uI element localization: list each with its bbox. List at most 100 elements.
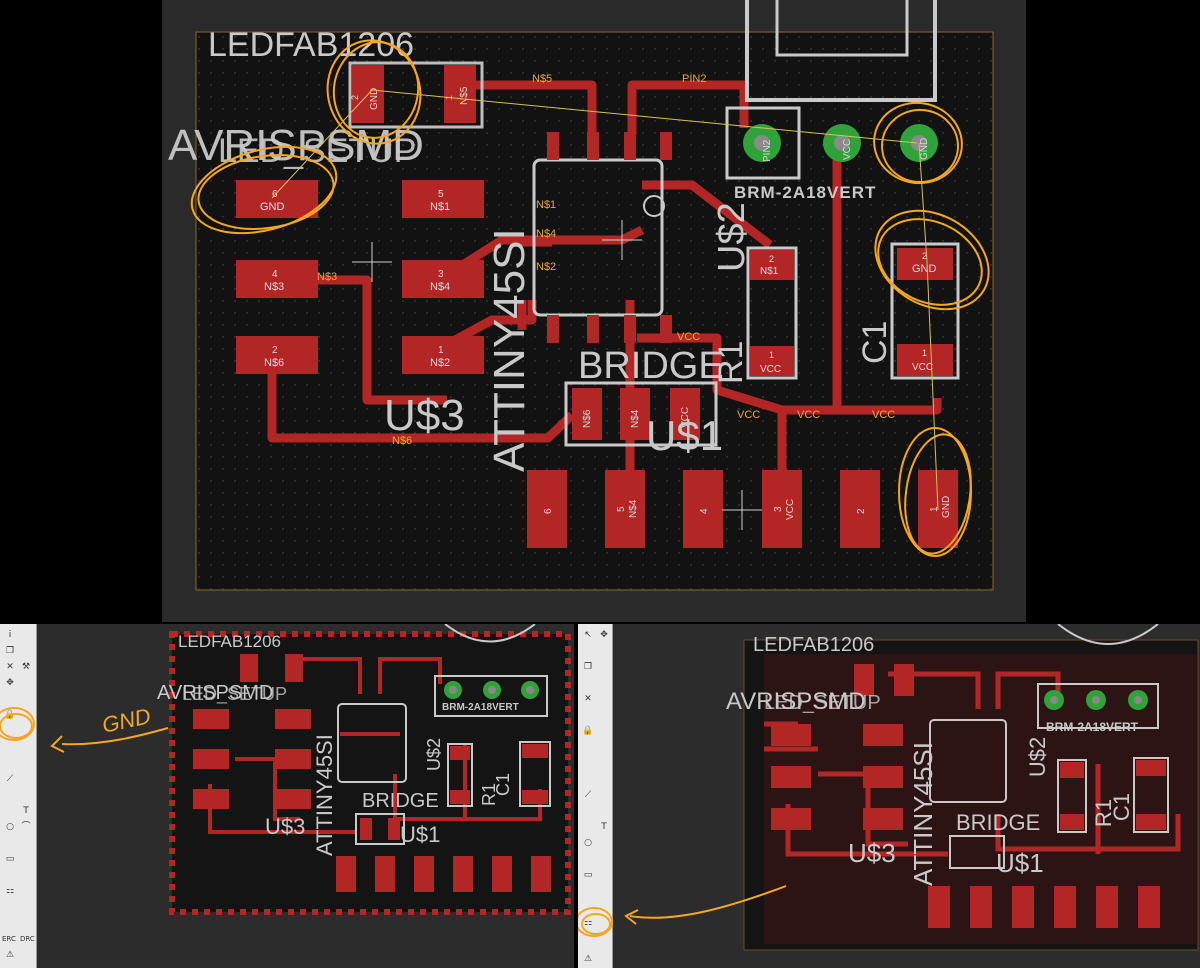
top-board-view[interactable]: 2 GND 1 N$5 6 GND 5 N$1 4 N$3 3 N$4 2 N$… (162, 0, 1026, 622)
bottom-header-pads: 6 5 N$4 4 3 VCC 2 1 GND (527, 470, 958, 548)
left-mcu-label: ATTINY45SI (312, 734, 337, 856)
left-header-ref: U$3 (265, 814, 306, 839)
isp-pad-6 (236, 180, 318, 218)
right-c1-label: C1 (1109, 792, 1135, 822)
switch-pad-1-net: PIN2 (762, 139, 773, 162)
bottom-pad-5-num: 5 (616, 506, 627, 512)
polygon-icon[interactable]: ▭ (5, 854, 15, 864)
mcu-ref-label: ATTINY45SI (485, 228, 534, 472)
trace-vcc-main (637, 333, 942, 415)
resistor-r1: 2 N$1 1 VCC (746, 246, 798, 380)
isp-pad-4 (236, 260, 318, 298)
led-outline (348, 61, 484, 129)
net-labels: N$5 PIN2 N$1 N$4 N$2 N$3 N$6 VCC VCC VCC… (317, 73, 895, 447)
highlight-c1-gnd (874, 209, 990, 311)
left-editor-panel[interactable]: i ❐ ✕ ⚒ ✥ 🔒 ⟋ T ○ ⌒ ▭ ⚏ ERC DRC ⚠ (0, 624, 574, 968)
circle-icon[interactable]: ○ (584, 838, 592, 848)
origin-crosses (352, 220, 762, 530)
bridge-pad-left-net: N$6 (582, 409, 593, 428)
trace-n2 (434, 300, 537, 354)
lock-icon[interactable]: 🔒 (582, 726, 594, 736)
wrench-icon[interactable]: ⚒ (21, 662, 31, 672)
capacitor-c1: 2 GND 1 VCC (890, 242, 960, 380)
warning-icon[interactable]: ⚠ (583, 954, 593, 964)
net-label-n6: N$6 (392, 435, 412, 447)
pointer-icon[interactable]: ↖ (584, 630, 592, 640)
bridge-footprint: N$6 N$4 VCC (564, 381, 718, 447)
bottom-pad-4 (683, 470, 723, 548)
net-label-vcc-1: VCC (737, 409, 760, 421)
trace-n6 (267, 355, 576, 443)
left-isp-overlap: LED_SETUP (182, 684, 288, 704)
right-editor-panel[interactable]: ↖ ✥ ❐ ✕ 🔒 ⟋ T ○ ▭ ⚏ ⚠ (578, 624, 1200, 968)
net-label-vcc-3: VCC (872, 409, 895, 421)
net-label-n4: N$4 (536, 228, 556, 240)
r1-pad-top-num: 2 (769, 254, 774, 264)
net-label-pin2: PIN2 (682, 73, 706, 85)
right-isp-label: AVRISPSMD (726, 688, 866, 715)
isp-pad-1-num: 1 (438, 345, 444, 356)
polygon-icon[interactable]: ▭ (583, 870, 593, 880)
net-label-n2: N$2 (536, 261, 556, 273)
arc-icon[interactable]: ⌒ (21, 822, 31, 832)
warning-icon[interactable]: ⚠ (5, 950, 15, 960)
c1-pad-bot-net: VCC (912, 362, 933, 373)
left-bridge-label: BRIDGE (362, 790, 439, 812)
isp-pad-2-net: N$6 (264, 357, 284, 369)
left-led-label: LEDFAB1206 (178, 632, 282, 651)
delete-icon[interactable]: ✕ (584, 694, 592, 704)
isp-overlap-label: LED_SETUP (218, 132, 416, 170)
copy-icon[interactable]: ❐ (5, 646, 15, 656)
isp-pad-2 (236, 336, 318, 374)
ratsnest-icon[interactable]: ⚏ (5, 886, 15, 896)
bridge-label: BRIDGE (578, 345, 724, 387)
r1-pad-bot-net: VCC (760, 364, 781, 375)
gnd-highlights (190, 39, 990, 557)
net-label-n1: N$1 (536, 199, 556, 211)
trace-n1 (642, 180, 773, 249)
c1-pad-top-num: 2 (922, 251, 927, 261)
mcu-id-label: U$2 (711, 202, 753, 272)
led-ref-label: LEDFAB1206 (208, 26, 414, 64)
isp-pad-6-net: GND (260, 201, 285, 213)
isp-pad-2-num: 2 (272, 345, 278, 356)
erc-icon[interactable]: ERC (2, 935, 16, 943)
isp-pad-3 (402, 260, 484, 298)
isp-pad-5-net: N$1 (430, 201, 450, 213)
copy-icon[interactable]: ❐ (583, 662, 593, 672)
left-c1-label: C1 (493, 772, 514, 797)
left-bridge-ref: U$1 (400, 822, 441, 847)
right-bridge-ref: U$1 (996, 848, 1044, 878)
right-bridge-label: BRIDGE (956, 810, 1041, 835)
header-ref-label: U$3 (384, 391, 465, 440)
right-header-ref: U$3 (848, 838, 896, 868)
r1-ref-label: R1 (712, 341, 750, 384)
r1-pad-bot-num: 1 (769, 350, 774, 360)
c1-pad-top-net: GND (912, 263, 937, 275)
bridge-pad-mid-net: N$4 (630, 409, 641, 428)
highlight-isp-gnd (190, 145, 338, 235)
bridge-pad-right-net: VCC (680, 407, 691, 428)
gnd-annotation: GND (99, 703, 153, 738)
net-label-vcc-4: VCC (677, 331, 700, 343)
text-icon[interactable]: T (601, 822, 607, 832)
info-icon[interactable]: i (8, 630, 12, 640)
switch-footprint: PIN2 VCC GND BRM-2A18VERT (725, 0, 938, 202)
move-icon[interactable]: ✥ (6, 678, 14, 688)
net-label-n3: N$3 (317, 271, 337, 283)
r1-pad-top-net: N$1 (760, 266, 779, 277)
drc-icon[interactable]: DRC (20, 935, 35, 943)
delete-icon[interactable]: ✕ (6, 662, 14, 672)
isp-pad-1 (402, 336, 484, 374)
c1-ref-label: C1 (856, 321, 894, 364)
left-mcu-ref: U$2 (424, 737, 445, 772)
route-icon[interactable]: ⟋ (6, 774, 14, 784)
right-led-label: LEDFAB1206 (753, 634, 875, 656)
net-label-vcc-2: VCC (797, 409, 820, 421)
move-icon[interactable]: ✥ (600, 630, 608, 640)
mcu-body (532, 132, 672, 343)
bottom-pad-2-num: 2 (856, 508, 867, 514)
text-icon[interactable]: T (23, 806, 29, 816)
route-icon[interactable]: ⟋ (584, 790, 592, 800)
circle-icon[interactable]: ○ (6, 822, 14, 832)
